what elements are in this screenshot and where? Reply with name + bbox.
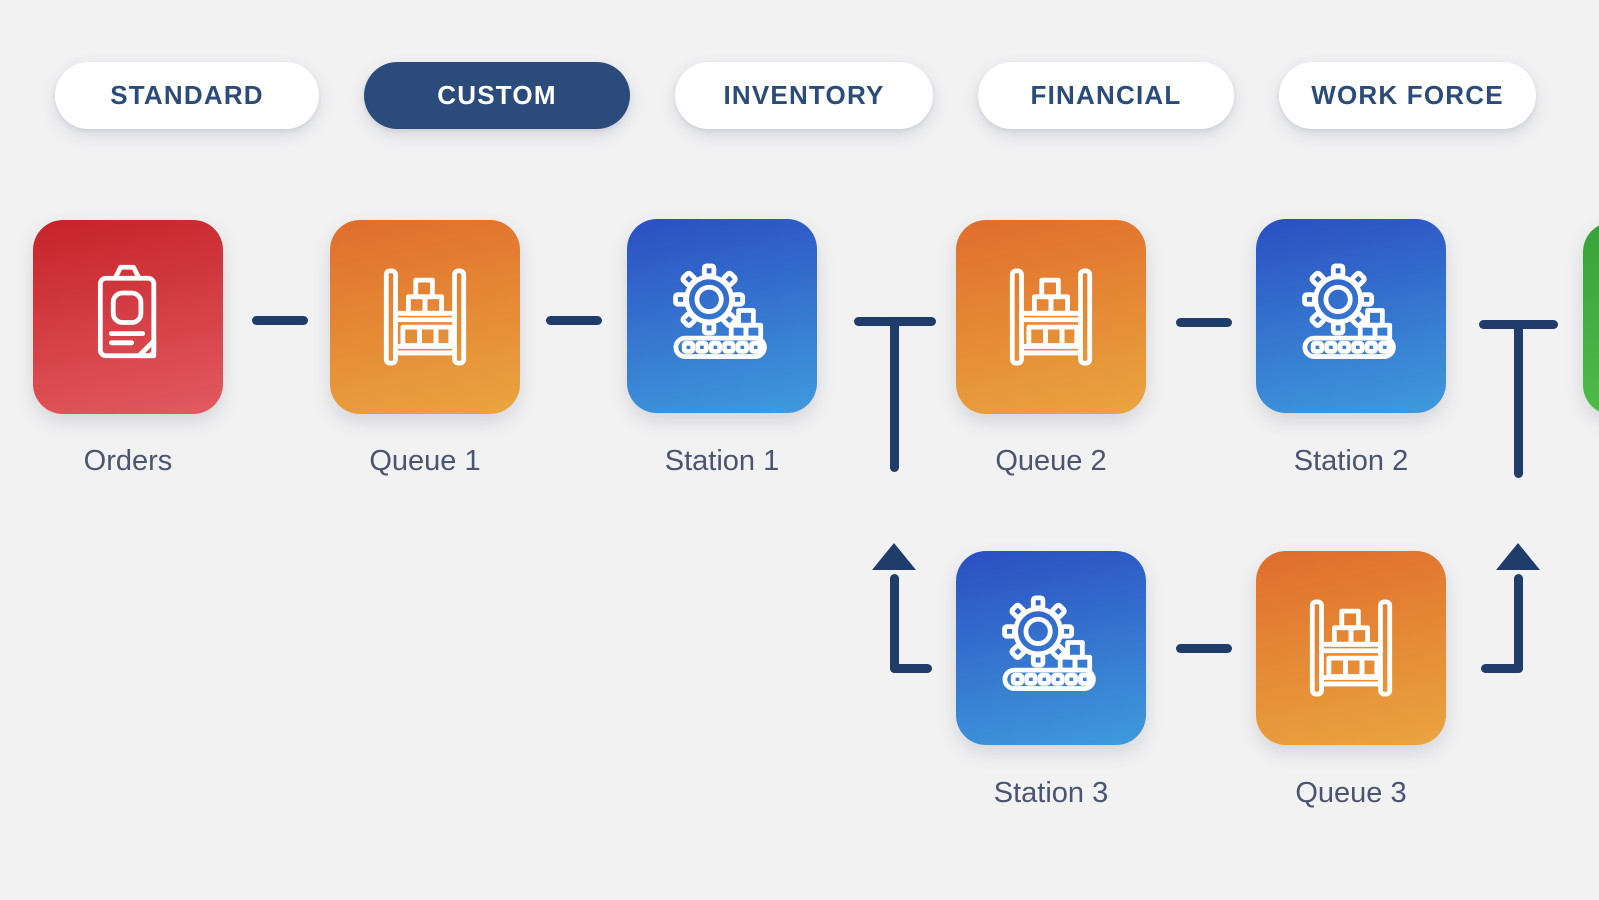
- up-arrow-icon: [1496, 543, 1540, 570]
- connector-station3-queue3: [1176, 644, 1232, 653]
- node-station-3-label: Station 3: [993, 777, 1109, 809]
- connector-queue1-station1: [546, 316, 602, 325]
- node-queue-1[interactable]: [330, 220, 520, 414]
- node-queue-1-label: Queue 1: [369, 445, 481, 477]
- node-queue-3-label: Queue 3: [1295, 777, 1407, 809]
- node-orders[interactable]: [33, 220, 223, 414]
- rack-icon: [1292, 589, 1410, 707]
- machine-icon: [663, 257, 781, 375]
- machine-icon: [1292, 257, 1410, 375]
- node-station-2-label: Station 2: [1293, 445, 1409, 477]
- connector-station3-up-stem: [890, 574, 899, 673]
- connector-station3-up-foot: [890, 664, 932, 673]
- node-station-1-label: Station 1: [664, 445, 780, 477]
- tab-standard[interactable]: STANDARD: [55, 62, 319, 129]
- rack-icon: [366, 258, 484, 376]
- node-queue-2-label: Queue 2: [995, 445, 1107, 477]
- connector-station2-next-stem: [1514, 320, 1523, 478]
- node-queue-2[interactable]: [956, 220, 1146, 414]
- connector-queue3-up-stem: [1514, 574, 1523, 673]
- tab-inventory[interactable]: INVENTORY: [675, 62, 933, 129]
- up-arrow-icon: [872, 543, 916, 570]
- machine-icon: [992, 589, 1110, 707]
- clipboard-icon: [69, 258, 187, 376]
- tab-work-force[interactable]: WORK FORCE: [1279, 62, 1536, 129]
- tab-bar: STANDARD CUSTOM INVENTORY FINANCIAL WORK…: [55, 62, 1536, 129]
- node-orders-label: Orders: [83, 445, 173, 477]
- tab-custom[interactable]: CUSTOM: [364, 62, 630, 129]
- connector-station1-queue2-stem: [890, 317, 899, 472]
- node-partial-green[interactable]: [1583, 222, 1599, 415]
- rack-icon: [992, 258, 1110, 376]
- node-station-3[interactable]: [956, 551, 1146, 745]
- connector-queue3-up-foot: [1481, 664, 1523, 673]
- node-station-2[interactable]: [1256, 219, 1446, 413]
- connector-queue2-station2: [1176, 318, 1232, 327]
- connector-orders-queue1: [252, 316, 308, 325]
- tab-financial[interactable]: FINANCIAL: [978, 62, 1234, 129]
- node-queue-3[interactable]: [1256, 551, 1446, 745]
- node-station-1[interactable]: [627, 219, 817, 413]
